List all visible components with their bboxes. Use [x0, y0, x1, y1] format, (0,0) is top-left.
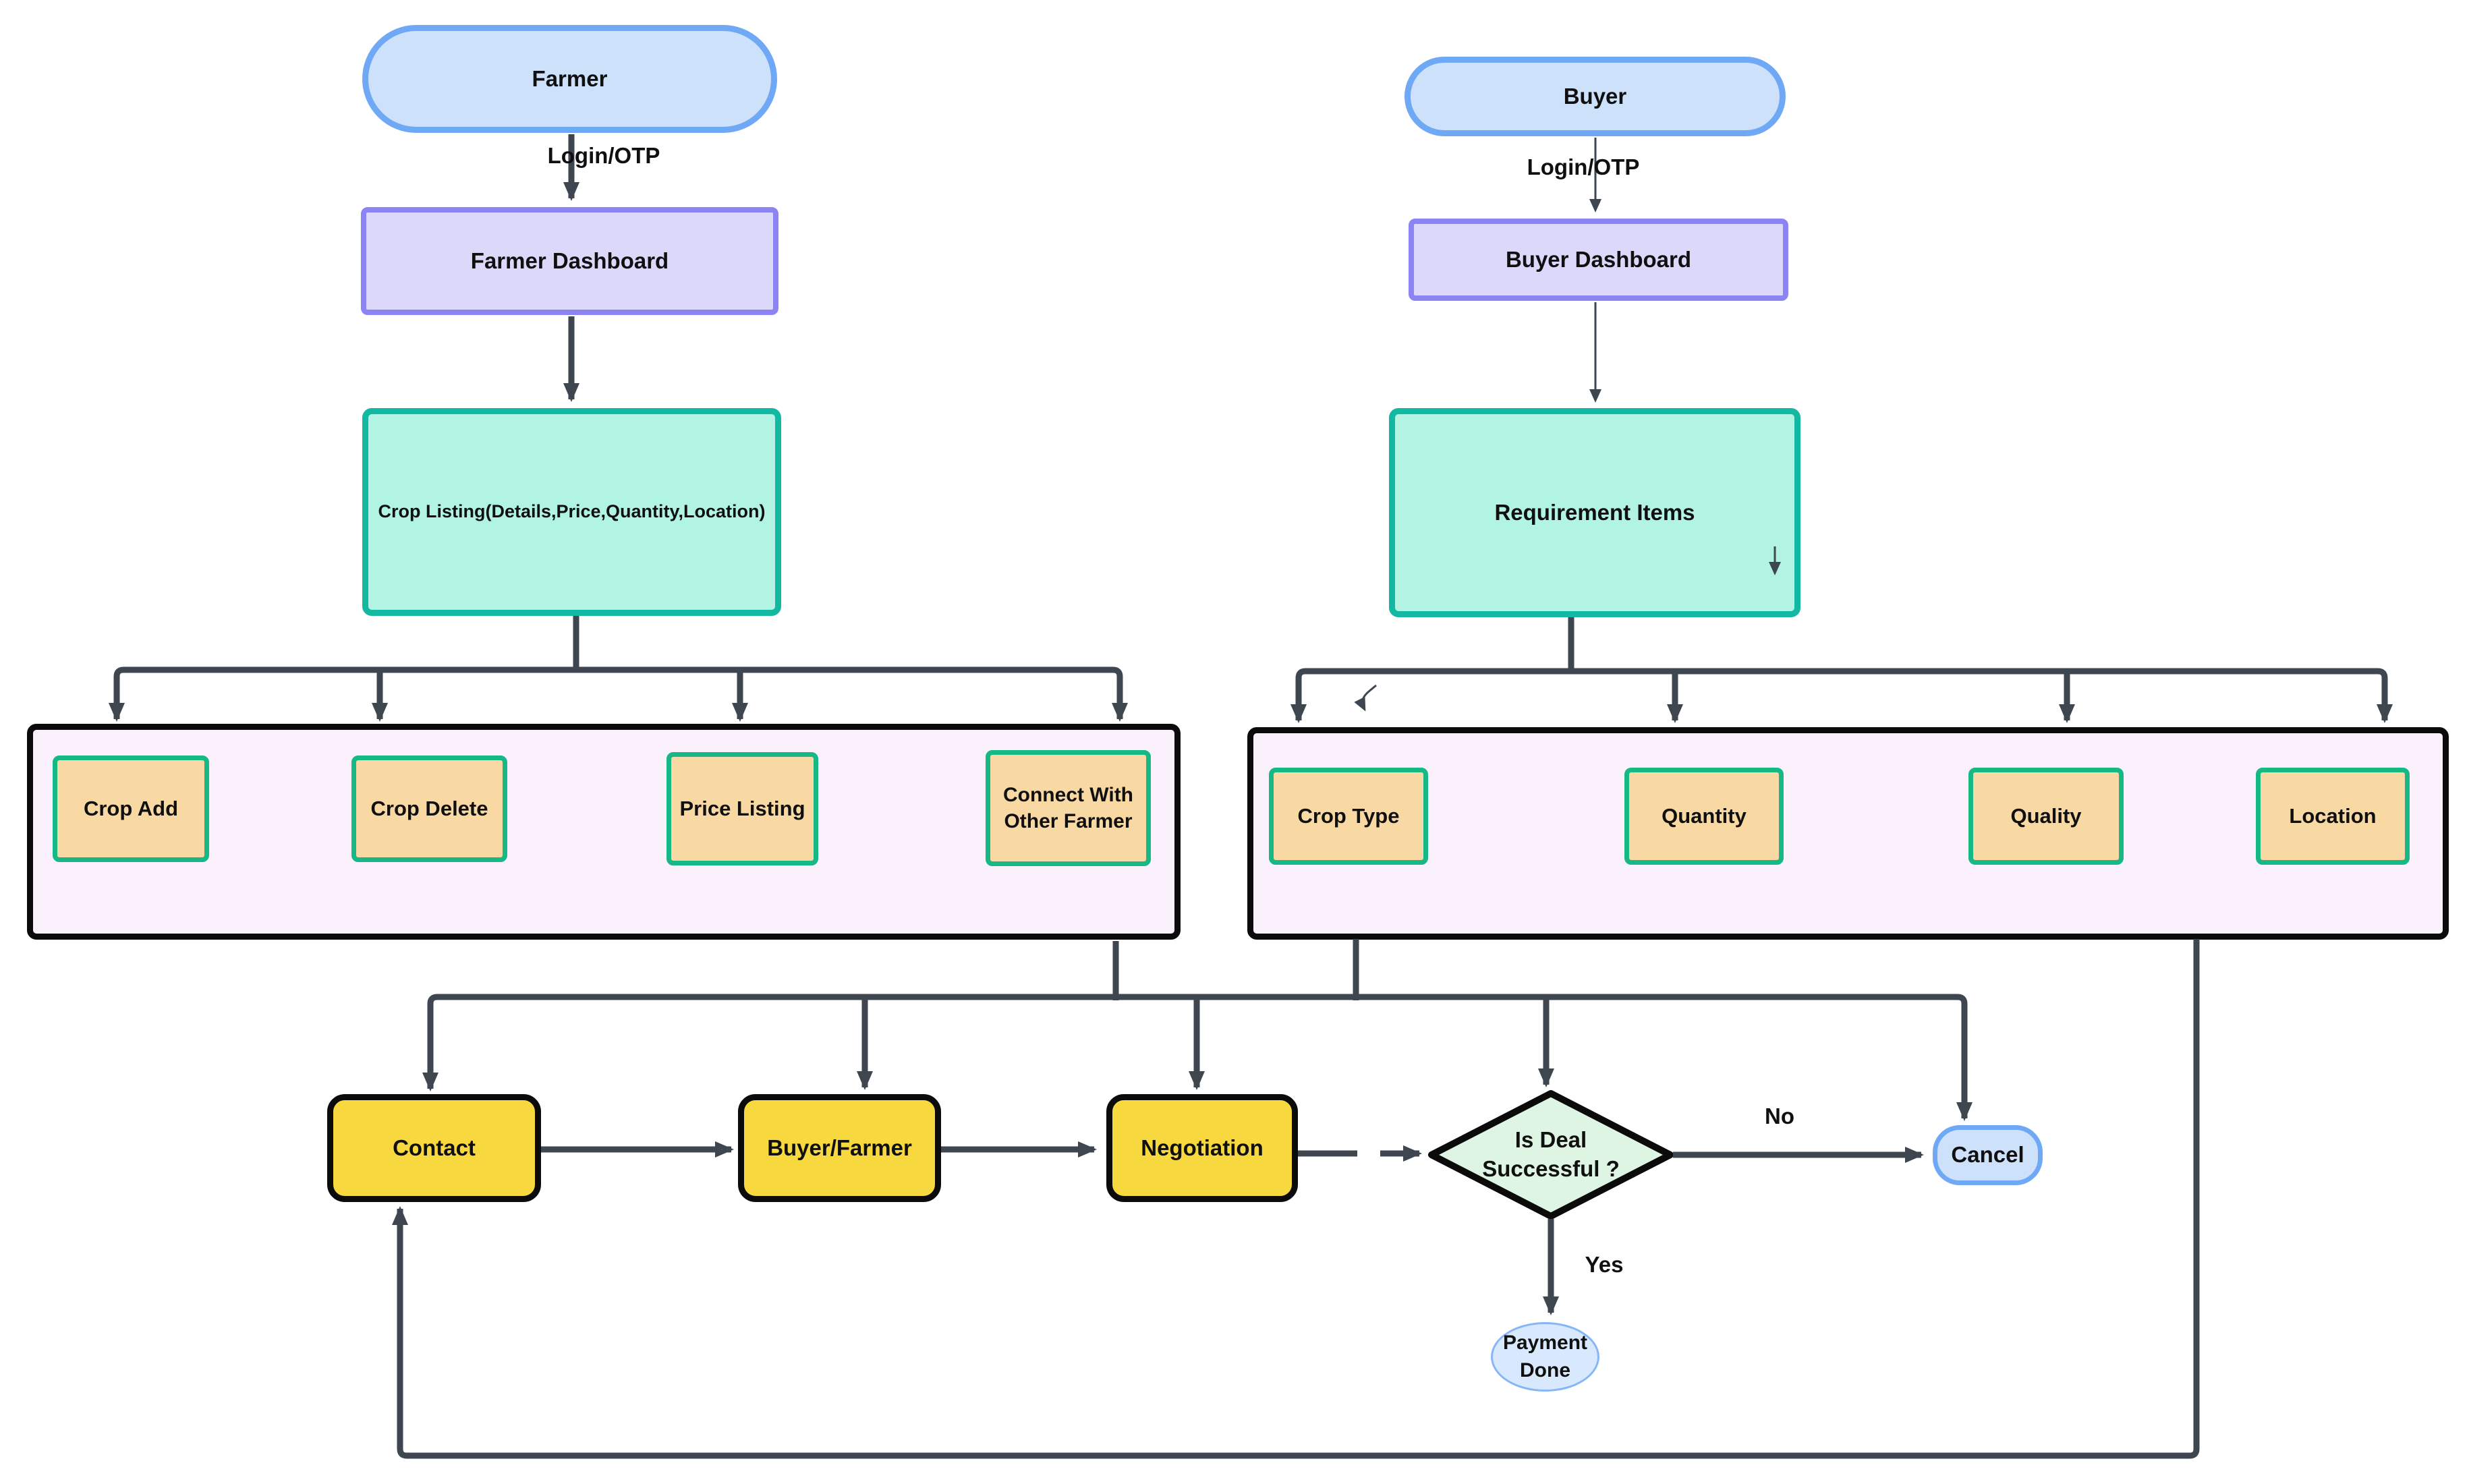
node-negotiation: Negotiation	[1106, 1094, 1298, 1202]
node-requirement-items: Requirement Items	[1389, 408, 1800, 617]
node-contact: Contact	[327, 1094, 541, 1202]
node-quantity: Quantity	[1624, 768, 1784, 865]
edge-label-farmer-login: Login/OTP	[547, 143, 660, 168]
edge-label-buyer-login: Login/OTP	[1527, 154, 1640, 179]
node-crop-delete: Crop Delete	[351, 755, 507, 862]
edge-label-yes: Yes	[1585, 1252, 1624, 1277]
edge-buyer-fan-bar	[1290, 668, 2393, 723]
edge-label-no: No	[1765, 1104, 1794, 1129]
node-price-listing: Price Listing	[666, 752, 818, 865]
node-crop-add: Crop Add	[53, 755, 209, 862]
node-buyer-dashboard: Buyer Dashboard	[1409, 219, 1788, 301]
node-deal-decision-label: Is Deal Successful ?	[1482, 1127, 1620, 1181]
node-crop-listing: Crop Listing(Details,Price,Quantity,Loca…	[362, 408, 781, 616]
node-farmer: Farmer	[362, 25, 777, 133]
stray-arrow-container	[1354, 684, 1377, 712]
node-cancel: Cancel	[1933, 1125, 2043, 1185]
node-buyer-farmer: Buyer/Farmer	[738, 1094, 941, 1202]
node-quality: Quality	[1968, 768, 2124, 865]
node-connect-other-farmer: Connect With Other Farmer	[986, 750, 1151, 866]
node-payment-done: Payment Done	[1491, 1322, 1599, 1392]
node-farmer-dashboard: Farmer Dashboard	[361, 207, 778, 315]
edge-farmer-fan-bar	[109, 666, 1128, 722]
buyer-requirements-container	[1247, 727, 2449, 940]
node-buyer: Buyer	[1404, 57, 1786, 136]
edge-feedback-loop-to-contact	[392, 939, 2200, 1459]
node-location: Location	[2256, 768, 2410, 865]
node-crop-type: Crop Type	[1269, 768, 1428, 865]
